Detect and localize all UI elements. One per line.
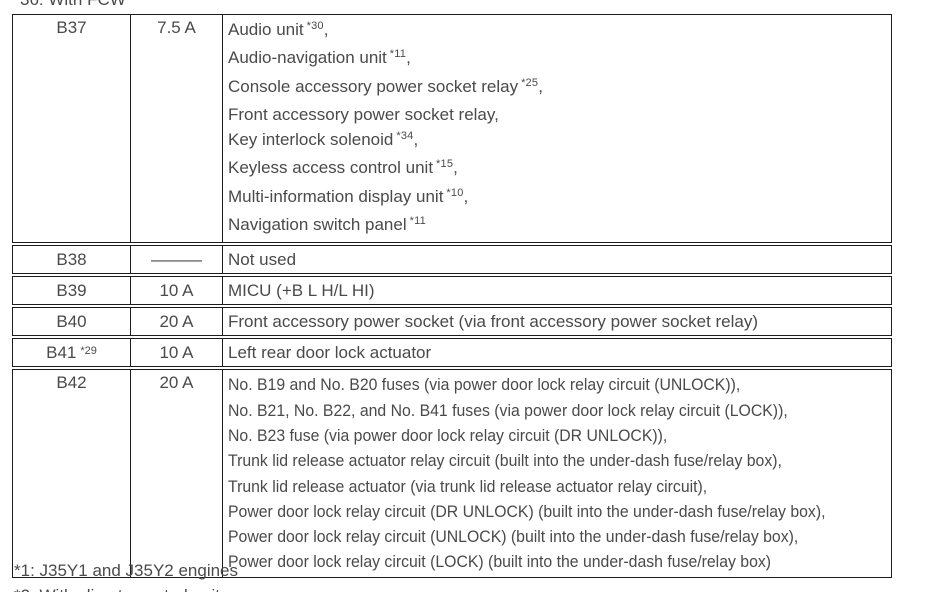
circuit-footnote-ref: *11: [389, 48, 407, 61]
footnotes: *1: J35Y1 and J35Y2 engines *2: With cli…: [14, 558, 238, 592]
section-heading-partial: 36: With FCW: [20, 0, 126, 10]
circuit-line: Key interlock solenoid*34,: [228, 130, 419, 150]
circuit-footnote-ref: *11: [409, 215, 426, 228]
amperage-cell: 20 A: [131, 308, 223, 336]
table-row: B40 20 A Front accessory power socket (via…: [12, 307, 892, 337]
circuits-cell: Audio unit*30, Audio-navigation unit*11, C…: [223, 15, 891, 242]
table-row: B42 20 A No. B19 and No. B20 fuses (via po…: [12, 369, 892, 578]
circuit-text: Left rear door lock actuator: [228, 343, 432, 363]
circuit-text: Power door lock relay circuit (DR UNLOCK…: [228, 501, 826, 521]
amperage-value: 10 A: [159, 280, 194, 300]
circuit-text: Power door lock relay circuit (UNLOCK) (…: [228, 527, 799, 547]
circuits-cell: No. B19 and No. B20 fuses (via power doo…: [223, 370, 891, 576]
footnote-1: *1: J35Y1 and J35Y2 engines: [14, 561, 239, 580]
circuit-line: Left rear door lock actuator: [228, 339, 431, 366]
amperage-value: 20 A: [159, 373, 194, 393]
amperage-value: 7.5 A: [157, 18, 196, 37]
circuit-footnote-ref: *34: [396, 130, 414, 143]
circuit-line: Not used: [228, 246, 296, 273]
fuse-number-cell: B39: [13, 277, 131, 305]
fuse-number: B40: [56, 311, 87, 331]
circuit-text: Multi-information display unit: [228, 186, 444, 206]
fuse-table: B37 7.5 A Audio unit*30, Audio-navigation u…: [12, 14, 892, 580]
circuit-line: No. B19 and No. B20 fuses (via power doo…: [228, 372, 845, 397]
circuit-text: Trunk lid release actuator (via trunk li…: [228, 476, 708, 496]
circuit-footnote-ref: *25: [521, 76, 539, 89]
circuits-cell: Front accessory power socket (via front …: [223, 308, 891, 335]
amperage-value: ———: [151, 249, 202, 269]
circuit-text: No. B19 and No. B20 fuses (via power doo…: [228, 375, 741, 395]
fuse-number: B37: [56, 18, 87, 37]
circuit-text: Audio-navigation unit: [228, 48, 387, 68]
fuse-number-cell: B38: [13, 246, 131, 274]
circuit-text: Front accessory power socket (via front …: [228, 312, 759, 332]
amperage-cell: 10 A: [131, 277, 223, 305]
circuit-text: No. B21, No. B22, and No. B41 fuses (via…: [228, 400, 788, 420]
amperage-cell: ———: [131, 246, 223, 274]
circuits-cell: Left rear door lock actuator: [223, 339, 891, 366]
amperage-cell: 20 A: [131, 370, 223, 577]
circuit-line: Trunk lid release actuator (via trunk li…: [228, 474, 845, 499]
circuit-text: Power door lock relay circuit (LOCK) (bu…: [228, 552, 772, 572]
circuit-line: No. B21, No. B22, and No. B41 fuses (via…: [228, 398, 845, 423]
fuse-number: B39: [56, 280, 87, 300]
table-row: B41*29 10 A Left rear door lock actuator: [12, 338, 892, 368]
fuse-number-cell: B41*29: [13, 339, 131, 367]
footnote-2: *2: With climate control unit: [14, 583, 238, 592]
circuit-line: Audio-navigation unit*11,: [228, 48, 411, 68]
circuit-text: Trunk lid release actuator relay circuit…: [228, 451, 782, 471]
table-row: B39 10 A MICU (+B L H/L HI): [12, 276, 892, 306]
circuit-line: No. B23 fuse (via power door lock relay …: [228, 423, 845, 448]
circuit-line: Front accessory power socket (via front …: [228, 308, 758, 335]
circuit-footnote-ref: *15: [436, 158, 454, 171]
circuit-line: Trunk lid release actuator relay circuit…: [228, 448, 845, 473]
table-row: B37 7.5 A Audio unit*30, Audio-navigation u…: [12, 14, 892, 244]
fuse-number-footnote-ref: *29: [80, 344, 97, 357]
circuit-text: Navigation switch panel: [228, 215, 407, 235]
circuit-line: Keyless access control unit*15,: [228, 158, 458, 178]
circuit-text: Not used: [228, 250, 297, 270]
amperage-value: 10 A: [159, 342, 194, 362]
circuits-cell: Not used: [223, 246, 891, 273]
circuit-text: MICU (+B L H/L HI): [228, 281, 375, 301]
fuse-number-cell: B40: [13, 308, 131, 336]
circuit-text: No. B23 fuse (via power door lock relay …: [228, 425, 668, 445]
circuit-footnote-ref: *30: [306, 20, 324, 32]
circuit-text: Front accessory power socket relay,: [228, 104, 499, 124]
fuse-number-cell: B42: [13, 370, 131, 577]
amperage-cell: 10 A: [131, 339, 223, 367]
circuit-footnote-ref: *10: [446, 186, 464, 199]
circuit-line: MICU (+B L H/L HI): [228, 277, 375, 304]
circuit-line: Power door lock relay circuit (DR UNLOCK…: [228, 499, 845, 524]
fuse-number: B38: [56, 249, 87, 269]
circuit-text: Keyless access control unit: [228, 158, 434, 178]
circuit-line: Console accessory power socket relay*25,: [228, 76, 543, 96]
table-row: B38 ——— Not used: [12, 245, 892, 275]
circuit-line: Audio unit*30,: [228, 20, 329, 39]
circuit-line: Power door lock relay circuit (LOCK) (bu…: [228, 549, 845, 574]
circuit-line: Navigation switch panel*11: [228, 212, 891, 240]
circuit-text: Key interlock solenoid: [228, 130, 394, 150]
circuit-line: Front accessory power socket relay,: [228, 102, 891, 127]
amperage-cell: 7.5 A: [131, 15, 223, 243]
circuit-text: Audio unit: [228, 20, 304, 39]
circuits-cell: MICU (+B L H/L HI): [223, 277, 891, 304]
fuse-number: B42: [56, 373, 87, 393]
circuit-line: Multi-information display unit*10,: [228, 186, 469, 206]
fuse-number-cell: B37: [13, 15, 131, 243]
circuit-line: Power door lock relay circuit (UNLOCK) (…: [228, 524, 845, 549]
fuse-number: B41: [46, 342, 77, 362]
circuit-text: Console accessory power socket relay: [228, 76, 519, 96]
amperage-value: 20 A: [159, 311, 194, 331]
